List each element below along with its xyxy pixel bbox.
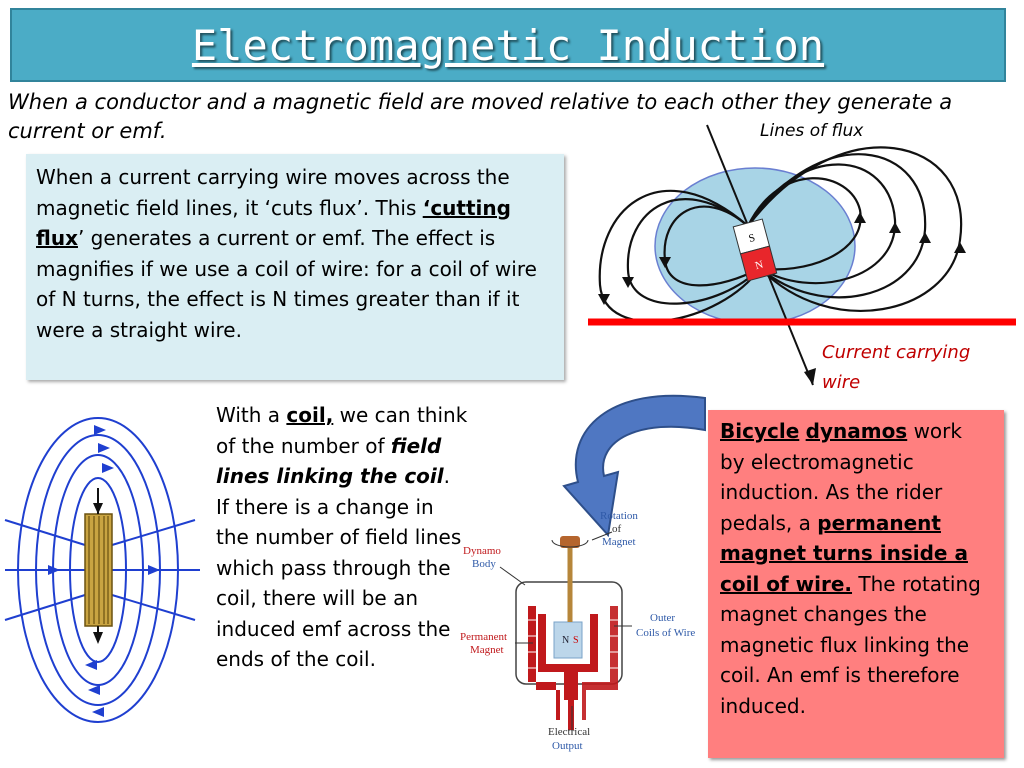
dynamo-text-part1: work by electromagnetic induction. As th… xyxy=(720,419,962,535)
rotation-label-1: Rotation xyxy=(600,510,638,522)
coil-text-part3: . If there is a change in the number of … xyxy=(216,464,462,671)
dynamos-term: dynamos xyxy=(805,419,908,443)
outer-coils-label-1: Outer xyxy=(650,612,675,624)
north-pole-label: N xyxy=(754,259,765,273)
dynamo-s-label: S xyxy=(573,635,579,646)
coil-text-part2: we can think of the number of xyxy=(216,403,468,458)
page-title: Electromagnetic Induction xyxy=(191,20,825,70)
coil-text-part1: With a xyxy=(216,403,287,427)
south-pole-label: S xyxy=(747,232,756,245)
coil-field-diagram xyxy=(4,417,200,723)
permanent-magnet-label-2: Magnet xyxy=(470,644,504,656)
dynamo-n-label: N xyxy=(562,635,569,646)
coil-term: coil, xyxy=(286,403,334,427)
permanent-magnet-label-1: Permanent xyxy=(460,631,507,643)
intro-text: When a conductor and a magnetic field ar… xyxy=(8,90,953,143)
dynamo-text-part2: The rotating magnet changes the magnetic… xyxy=(720,571,981,718)
dynamo-body-label-1: Dynamo xyxy=(463,545,501,557)
dynamo-box: Bicycle dynamos work by electromagnetic … xyxy=(708,410,1004,758)
flux-diagram: S N xyxy=(588,124,1016,386)
dynamo-diagram: N S Rotation of Magnet Dynamo Body Perma… xyxy=(460,394,706,752)
electrical-output-label-2: Output xyxy=(552,740,583,752)
coil-explanation: With a coil, we can think of the number … xyxy=(216,400,468,675)
cutting-text-part1: When a current carrying wire moves acros… xyxy=(36,165,510,220)
permanent-magnet-highlight: permanent magnet turns inside a coil of … xyxy=(720,510,968,596)
current-wire-label: Current carrying wire xyxy=(822,342,971,393)
cutting-flux-box: When a current carrying wire moves acros… xyxy=(26,154,564,380)
cutting-text-part2: ’ generates a current or emf. The effect… xyxy=(36,226,537,342)
cutting-flux-term: ‘cutting flux xyxy=(36,195,511,251)
dynamo-body-label-2: Body xyxy=(472,558,496,570)
rotation-label-3: Magnet xyxy=(602,536,636,548)
outer-coils-label-2: Coils of Wire xyxy=(636,627,695,639)
field-lines-term: field lines linking the coil xyxy=(216,433,444,489)
electrical-output-label-1: Electrical xyxy=(548,726,590,738)
rotation-label-2: of xyxy=(612,523,622,535)
bicycle-term: Bicycle xyxy=(720,419,800,443)
lines-of-flux-label: Lines of flux xyxy=(760,121,864,141)
title-bar: Electromagnetic Induction xyxy=(10,8,1006,82)
